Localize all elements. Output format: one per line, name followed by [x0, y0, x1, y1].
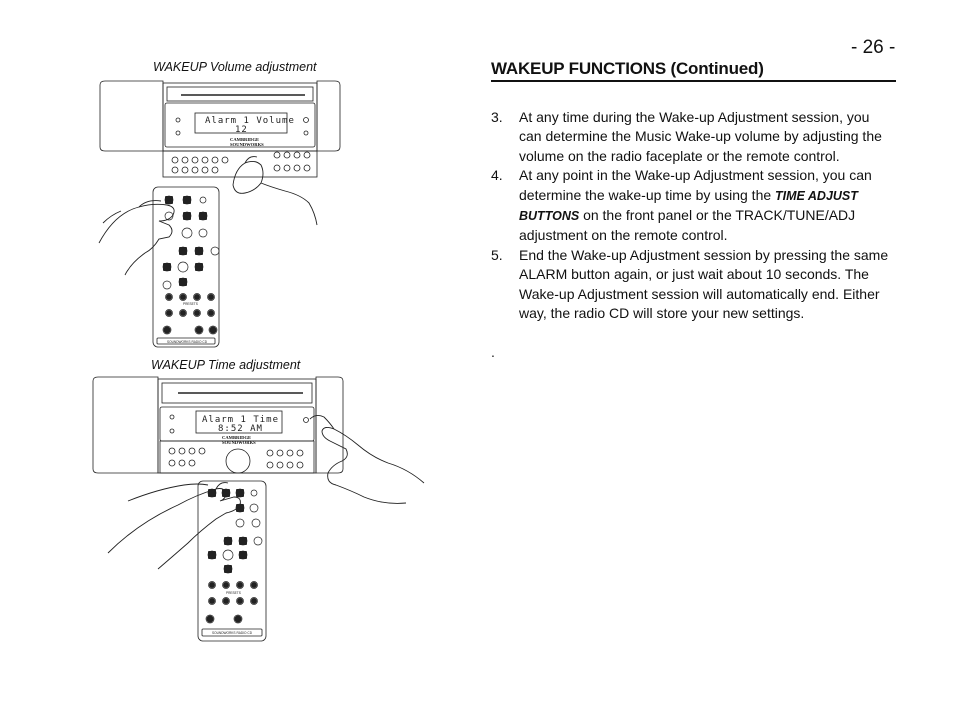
radio-brand-line2: SOUNDWORKS	[222, 440, 256, 445]
step-emphasis: TIME ADJUST BUTTONS	[519, 188, 858, 224]
time-figure-caption: WAKEUP Time adjustment	[151, 358, 301, 372]
remote-control	[197, 480, 267, 642]
volume-lcd-line2: 12	[235, 125, 248, 135]
left-speaker	[92, 376, 159, 474]
radio-brand-line1: CAMBRIDGE	[230, 137, 259, 142]
section-title: WAKEUP FUNCTIONS (Continued)	[491, 59, 764, 78]
page-number: - 26 -	[851, 37, 896, 58]
step-number: 5.	[491, 246, 503, 263]
right-speaker	[315, 376, 344, 474]
trailing-mark: .	[491, 344, 495, 360]
volume-adjustment-illustration: Alarm 1 Volume 12 CAMBRIDGE SOUNDWORKS P…	[98, 80, 341, 348]
step-5: 5. End the Wake-up Adjustment session by…	[491, 246, 891, 324]
remote-control	[152, 186, 220, 348]
remote-presets-label: PRESETS	[183, 302, 198, 306]
time-adjustment-illustration: Alarm 1 Time 8:52 AM CAMBRIDGE SOUNDWORK…	[92, 376, 425, 642]
step-text: End the Wake-up Adjustment session by pr…	[519, 246, 889, 322]
step-4: 4. At any point in the Wake-up Adjustmen…	[491, 166, 891, 246]
step-text: At any time during the Wake-up Adjustmen…	[519, 109, 882, 164]
title-rule	[491, 80, 896, 82]
volume-knob	[225, 448, 251, 474]
step-text-before: At any point in the Wake-up Adjustment s…	[519, 167, 872, 203]
remote-presets-label: PRESETS	[226, 591, 241, 595]
step-3: 3. At any time during the Wake-up Adjust…	[491, 108, 891, 166]
remote-brand-label: SOUNDWORKS RADIO CD	[212, 631, 253, 635]
radio-brand-line1: CAMBRIDGE	[222, 435, 251, 440]
time-lcd-line2: 8:52 AM	[218, 424, 263, 434]
step-text-after: on the front panel or the TRACK/TUNE/ADJ…	[519, 207, 856, 244]
step-number: 4.	[491, 167, 503, 184]
remote-brand-label: SOUNDWORKS RADIO CD	[167, 340, 208, 344]
right-speaker	[316, 80, 341, 152]
time-lcd-line1: Alarm 1 Time	[202, 415, 279, 425]
volume-figure-caption: WAKEUP Volume adjustment	[153, 60, 317, 74]
volume-lcd-line1: Alarm 1 Volume	[205, 116, 295, 126]
step-number: 3.	[491, 109, 503, 125]
radio-brand-line2: SOUNDWORKS	[230, 142, 264, 147]
steps-list: 3. At any time during the Wake-up Adjust…	[491, 108, 891, 323]
left-speaker	[99, 80, 164, 152]
